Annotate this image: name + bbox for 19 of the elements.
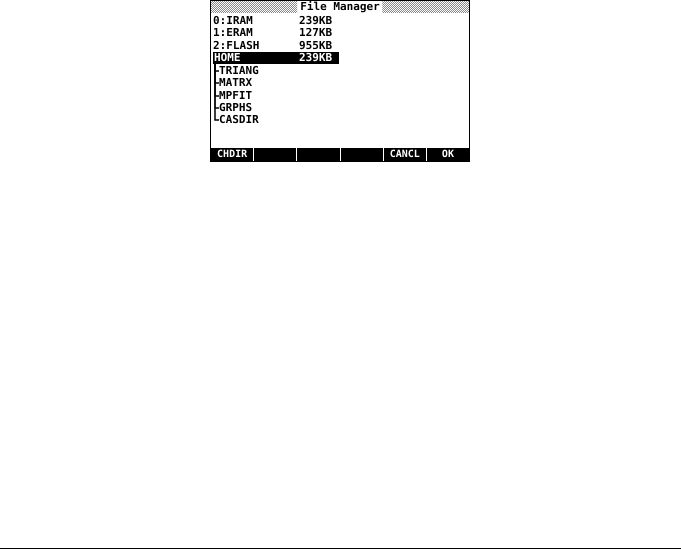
memory-port: 2:FLASH (213, 40, 260, 52)
directory-name: MATRX (219, 77, 252, 89)
directory-name: HOME (214, 52, 240, 64)
memory-size: 955KB (299, 40, 332, 52)
softkey-label: OK (426, 148, 470, 161)
directory-name: MPFIT (219, 90, 252, 102)
screen-title: File Manager (297, 1, 383, 13)
directory-name: TRIANG (219, 65, 259, 77)
selected-row (213, 52, 339, 64)
tree-line (214, 64, 219, 121)
directory-size: 239KB (299, 52, 332, 64)
memory-port: 1:ERAM (213, 27, 253, 39)
softkey-label: CANCL (384, 148, 426, 161)
directory-name: CASDIR (219, 114, 259, 126)
softkey-label: CHDIR (211, 148, 254, 161)
memory-size: 239KB (299, 15, 332, 27)
directory-name: GRPHS (219, 102, 252, 114)
memory-size: 127KB (299, 27, 332, 39)
memory-port: 0:IRAM (213, 15, 253, 27)
